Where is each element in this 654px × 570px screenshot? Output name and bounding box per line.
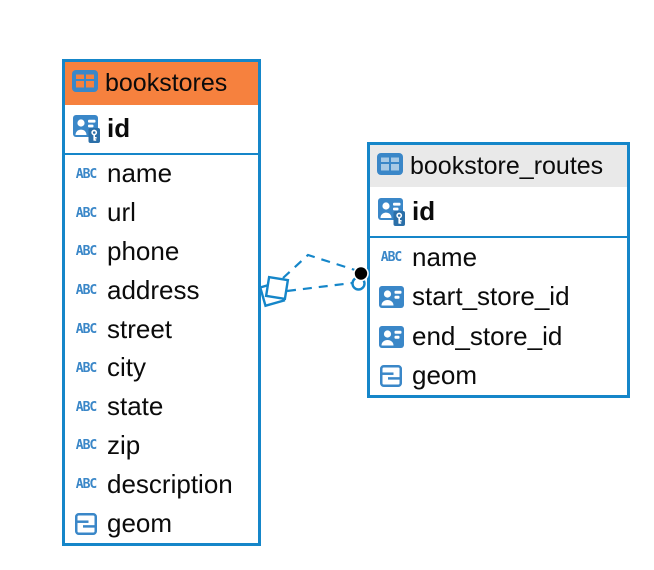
geometry-type-icon — [377, 365, 405, 388]
reference-type-icon — [377, 286, 405, 309]
column-name: description — [107, 468, 233, 499]
column-name: id — [412, 195, 436, 226]
column-row[interactable]: ABC url — [65, 194, 258, 233]
column-name: street — [107, 313, 173, 344]
geometry-type-icon — [72, 512, 100, 535]
column-name: address — [107, 274, 200, 305]
column-row[interactable]: ABC state — [65, 388, 258, 427]
text-type-icon: ABC — [75, 166, 97, 182]
text-type-icon: ABC — [75, 205, 97, 221]
column-row[interactable]: ABC name — [65, 155, 258, 194]
primary-key-icon — [72, 115, 100, 143]
primary-key-icon — [377, 197, 405, 226]
column-name: zip — [107, 429, 141, 460]
key-section: id — [65, 105, 258, 155]
column-row[interactable]: geom — [65, 504, 258, 543]
column-name: id — [107, 113, 131, 143]
column-name: geom — [107, 507, 173, 538]
text-type-icon: ABC — [380, 250, 402, 266]
column-name: name — [412, 241, 478, 272]
text-type-icon: ABC — [75, 244, 97, 260]
table-node-bookstore-routes[interactable]: bookstore_routes id — [367, 142, 630, 398]
text-type-icon: ABC — [75, 360, 97, 376]
column-row[interactable]: ABC city — [65, 349, 258, 388]
table-icon — [72, 70, 98, 97]
relationship-line-upper[interactable] — [282, 253, 356, 279]
column-row[interactable]: ABC name — [370, 238, 627, 278]
text-type-icon: ABC — [75, 322, 97, 338]
reference-type-icon — [377, 325, 405, 348]
column-row[interactable]: ABC address — [65, 271, 258, 310]
column-name: phone — [107, 235, 180, 266]
column-row[interactable]: ABC description — [65, 465, 258, 504]
key-section: id — [370, 187, 627, 238]
relationship-line-lower[interactable] — [286, 281, 353, 293]
column-row[interactable]: ABC street — [65, 310, 258, 349]
text-type-icon: ABC — [75, 477, 97, 493]
column-name: url — [107, 197, 136, 228]
connector-square-handle-front[interactable] — [264, 275, 290, 301]
table-header-bookstores[interactable]: bookstores — [65, 62, 258, 105]
field-rows: ABC name start_store_id — [370, 238, 627, 396]
column-name: start_store_id — [412, 281, 570, 312]
column-row-pk[interactable]: id — [370, 187, 627, 236]
table-header-bookstore-routes[interactable]: bookstore_routes — [370, 145, 627, 187]
column-row[interactable]: end_store_id — [370, 317, 627, 357]
column-row[interactable]: start_store_id — [370, 278, 627, 318]
column-row[interactable]: ABC zip — [65, 427, 258, 466]
column-name: name — [107, 158, 173, 189]
text-type-icon: ABC — [75, 283, 97, 299]
field-rows: ABC name ABC url ABC phone ABC address A… — [65, 155, 258, 543]
column-name: geom — [412, 360, 478, 391]
table-node-bookstores[interactable]: bookstores id — [62, 59, 261, 546]
column-name: city — [107, 352, 146, 383]
table-name: bookstore_routes — [410, 151, 604, 180]
connector-ring-handle[interactable] — [351, 276, 366, 291]
text-type-icon: ABC — [75, 399, 97, 415]
column-row[interactable]: geom — [370, 357, 627, 397]
connector-square-handle-back[interactable] — [258, 280, 286, 308]
table-name: bookstores — [105, 69, 228, 97]
text-type-icon: ABC — [75, 438, 97, 454]
column-row[interactable]: ABC phone — [65, 233, 258, 272]
column-name: end_store_id — [412, 320, 563, 351]
table-icon — [377, 152, 403, 180]
connector-dot-handle[interactable] — [353, 265, 369, 282]
column-name: state — [107, 391, 164, 422]
column-row-pk[interactable]: id — [65, 105, 258, 153]
